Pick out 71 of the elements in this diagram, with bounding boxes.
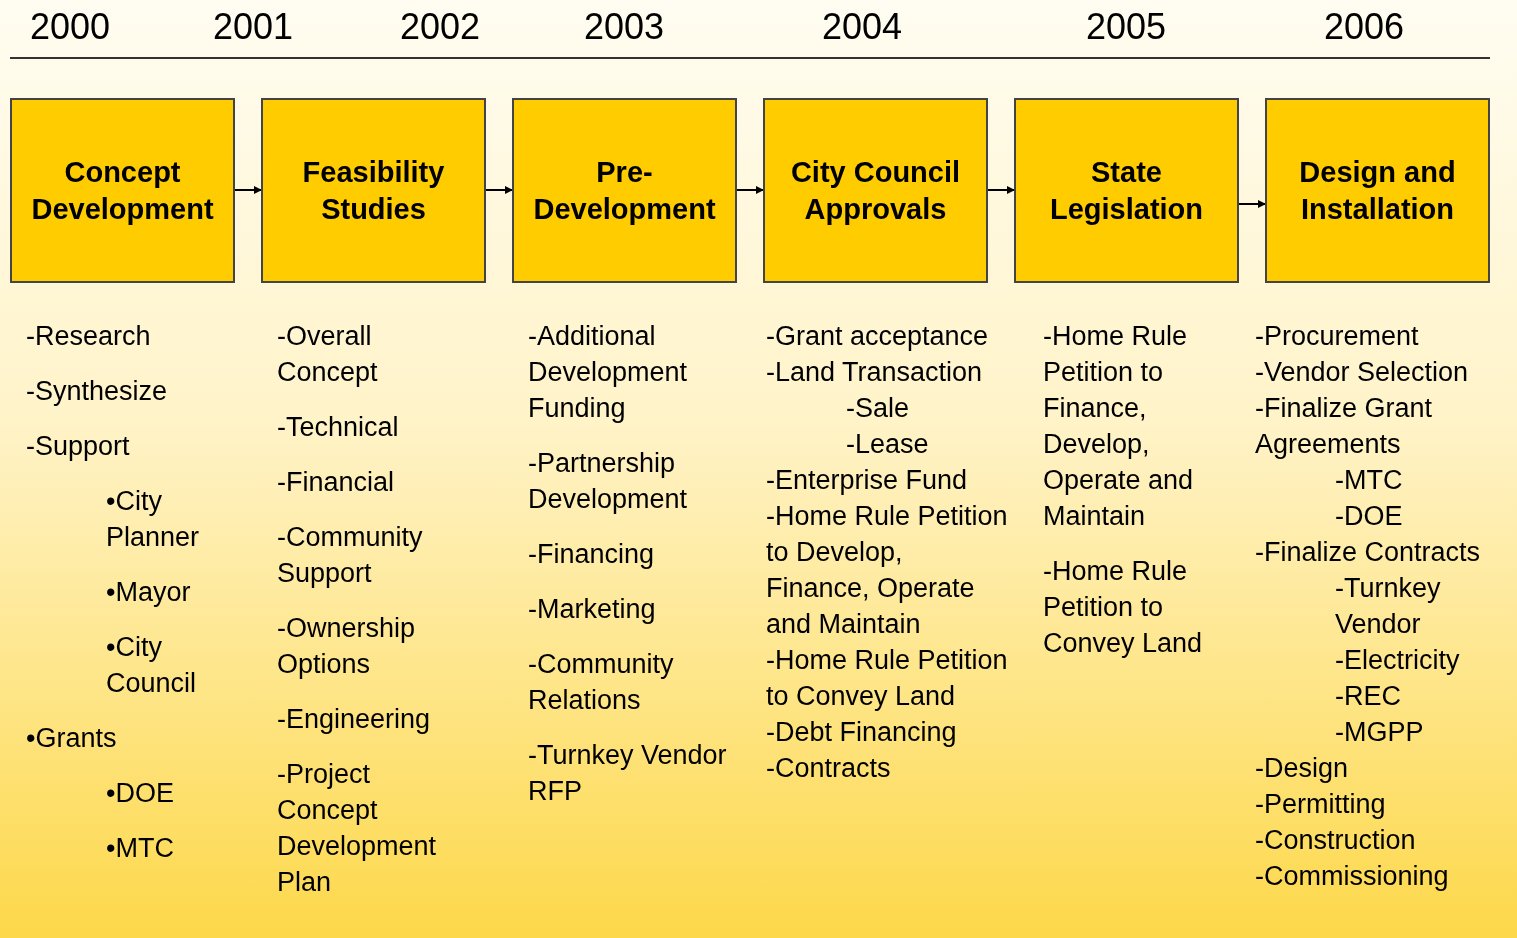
year-label: 2000 bbox=[29, 6, 111, 48]
task-item: -Turnkey Vendor RFP bbox=[528, 739, 728, 808]
arrow bbox=[736, 186, 764, 194]
task-item: -Additional Development Funding bbox=[528, 320, 689, 425]
task-item: -Home Rule Petition to Convey Land bbox=[1043, 555, 1204, 660]
task-item: -Financial bbox=[277, 466, 396, 499]
task-item: -DOE bbox=[1335, 500, 1404, 533]
stage-box bbox=[1014, 98, 1239, 283]
task-item: •City Council bbox=[106, 631, 198, 700]
stage-title: State Legislation bbox=[1048, 154, 1205, 227]
task-item: -Commissioning bbox=[1255, 860, 1450, 893]
stage-title: City Council Approvals bbox=[789, 154, 962, 227]
stage-box bbox=[261, 98, 486, 283]
task-item: -Contracts bbox=[766, 752, 892, 785]
stage-box bbox=[512, 98, 737, 283]
task-item: -REC bbox=[1335, 680, 1402, 713]
arrow bbox=[234, 186, 262, 194]
stage-title: Pre-Development bbox=[532, 154, 717, 227]
task-item: -Home Rule Petition to Finance, Develop, Operate and Maintain bbox=[1043, 320, 1195, 533]
task-item: -Procurement bbox=[1255, 320, 1420, 353]
task-item: -Engineering bbox=[277, 703, 432, 736]
stage-title: Concept Development bbox=[30, 154, 215, 227]
task-item: -Debt Financing bbox=[766, 716, 958, 749]
year-label: 2006 bbox=[1323, 6, 1405, 48]
task-item: -Design bbox=[1255, 752, 1350, 785]
task-item: -Technical bbox=[277, 411, 400, 444]
stage-title: Design and Installation bbox=[1298, 154, 1457, 227]
task-item: -Land Transaction bbox=[766, 356, 984, 389]
task-item: -Enterprise Fund bbox=[766, 464, 969, 497]
task-item: •DOE bbox=[106, 777, 175, 810]
year-label: 2002 bbox=[399, 6, 481, 48]
task-item: -Project Concept Development Plan bbox=[277, 758, 438, 899]
arrow bbox=[1238, 200, 1266, 208]
task-item: -Turnkey Vendor bbox=[1335, 572, 1442, 641]
task-item: -Construction bbox=[1255, 824, 1417, 857]
task-item: -Support bbox=[26, 430, 131, 463]
task-item: -Lease bbox=[846, 428, 930, 461]
stage-box bbox=[1265, 98, 1490, 283]
task-item: -Ownership Options bbox=[277, 612, 417, 681]
task-item: -Research bbox=[26, 320, 152, 353]
task-item: -Home Rule Petition to Convey Land bbox=[766, 644, 1009, 713]
task-item: -MTC bbox=[1335, 464, 1404, 497]
task-item: -Sale bbox=[846, 392, 911, 425]
stage-box bbox=[10, 98, 235, 283]
task-item: -Synthesize bbox=[26, 375, 169, 408]
task-item: -Finalize Grant Agreements bbox=[1255, 392, 1434, 461]
task-item: -Electricity bbox=[1335, 644, 1461, 677]
task-item: •MTC bbox=[106, 832, 175, 865]
stage-title: Feasibility Studies bbox=[301, 154, 446, 227]
task-item: -Overall Concept bbox=[277, 320, 379, 389]
task-item: -Marketing bbox=[528, 593, 657, 626]
task-item: -Home Rule Petition to Develop, Finance, Operate and Maintain bbox=[766, 500, 1009, 641]
task-item: -Vendor Selection bbox=[1255, 356, 1470, 389]
task-item: -Partnership Development bbox=[528, 447, 689, 516]
task-item: -Financing bbox=[528, 538, 656, 571]
task-item: -Community Support bbox=[277, 521, 424, 590]
task-item: -Grant acceptance bbox=[766, 320, 990, 353]
task-item: -Community Relations bbox=[528, 648, 675, 717]
task-item: •Grants bbox=[26, 722, 118, 755]
task-item: •Mayor bbox=[106, 576, 192, 609]
arrow bbox=[987, 186, 1015, 194]
stage-box bbox=[763, 98, 988, 283]
year-label: 2001 bbox=[212, 6, 294, 48]
task-item: -Finalize Contracts bbox=[1255, 536, 1482, 569]
year-label: 2005 bbox=[1085, 6, 1167, 48]
year-label: 2004 bbox=[821, 6, 903, 48]
task-item: -MGPP bbox=[1335, 716, 1425, 749]
task-item: •City Planner bbox=[106, 485, 201, 554]
year-label: 2003 bbox=[583, 6, 665, 48]
task-item: -Permitting bbox=[1255, 788, 1387, 821]
arrow bbox=[485, 186, 513, 194]
